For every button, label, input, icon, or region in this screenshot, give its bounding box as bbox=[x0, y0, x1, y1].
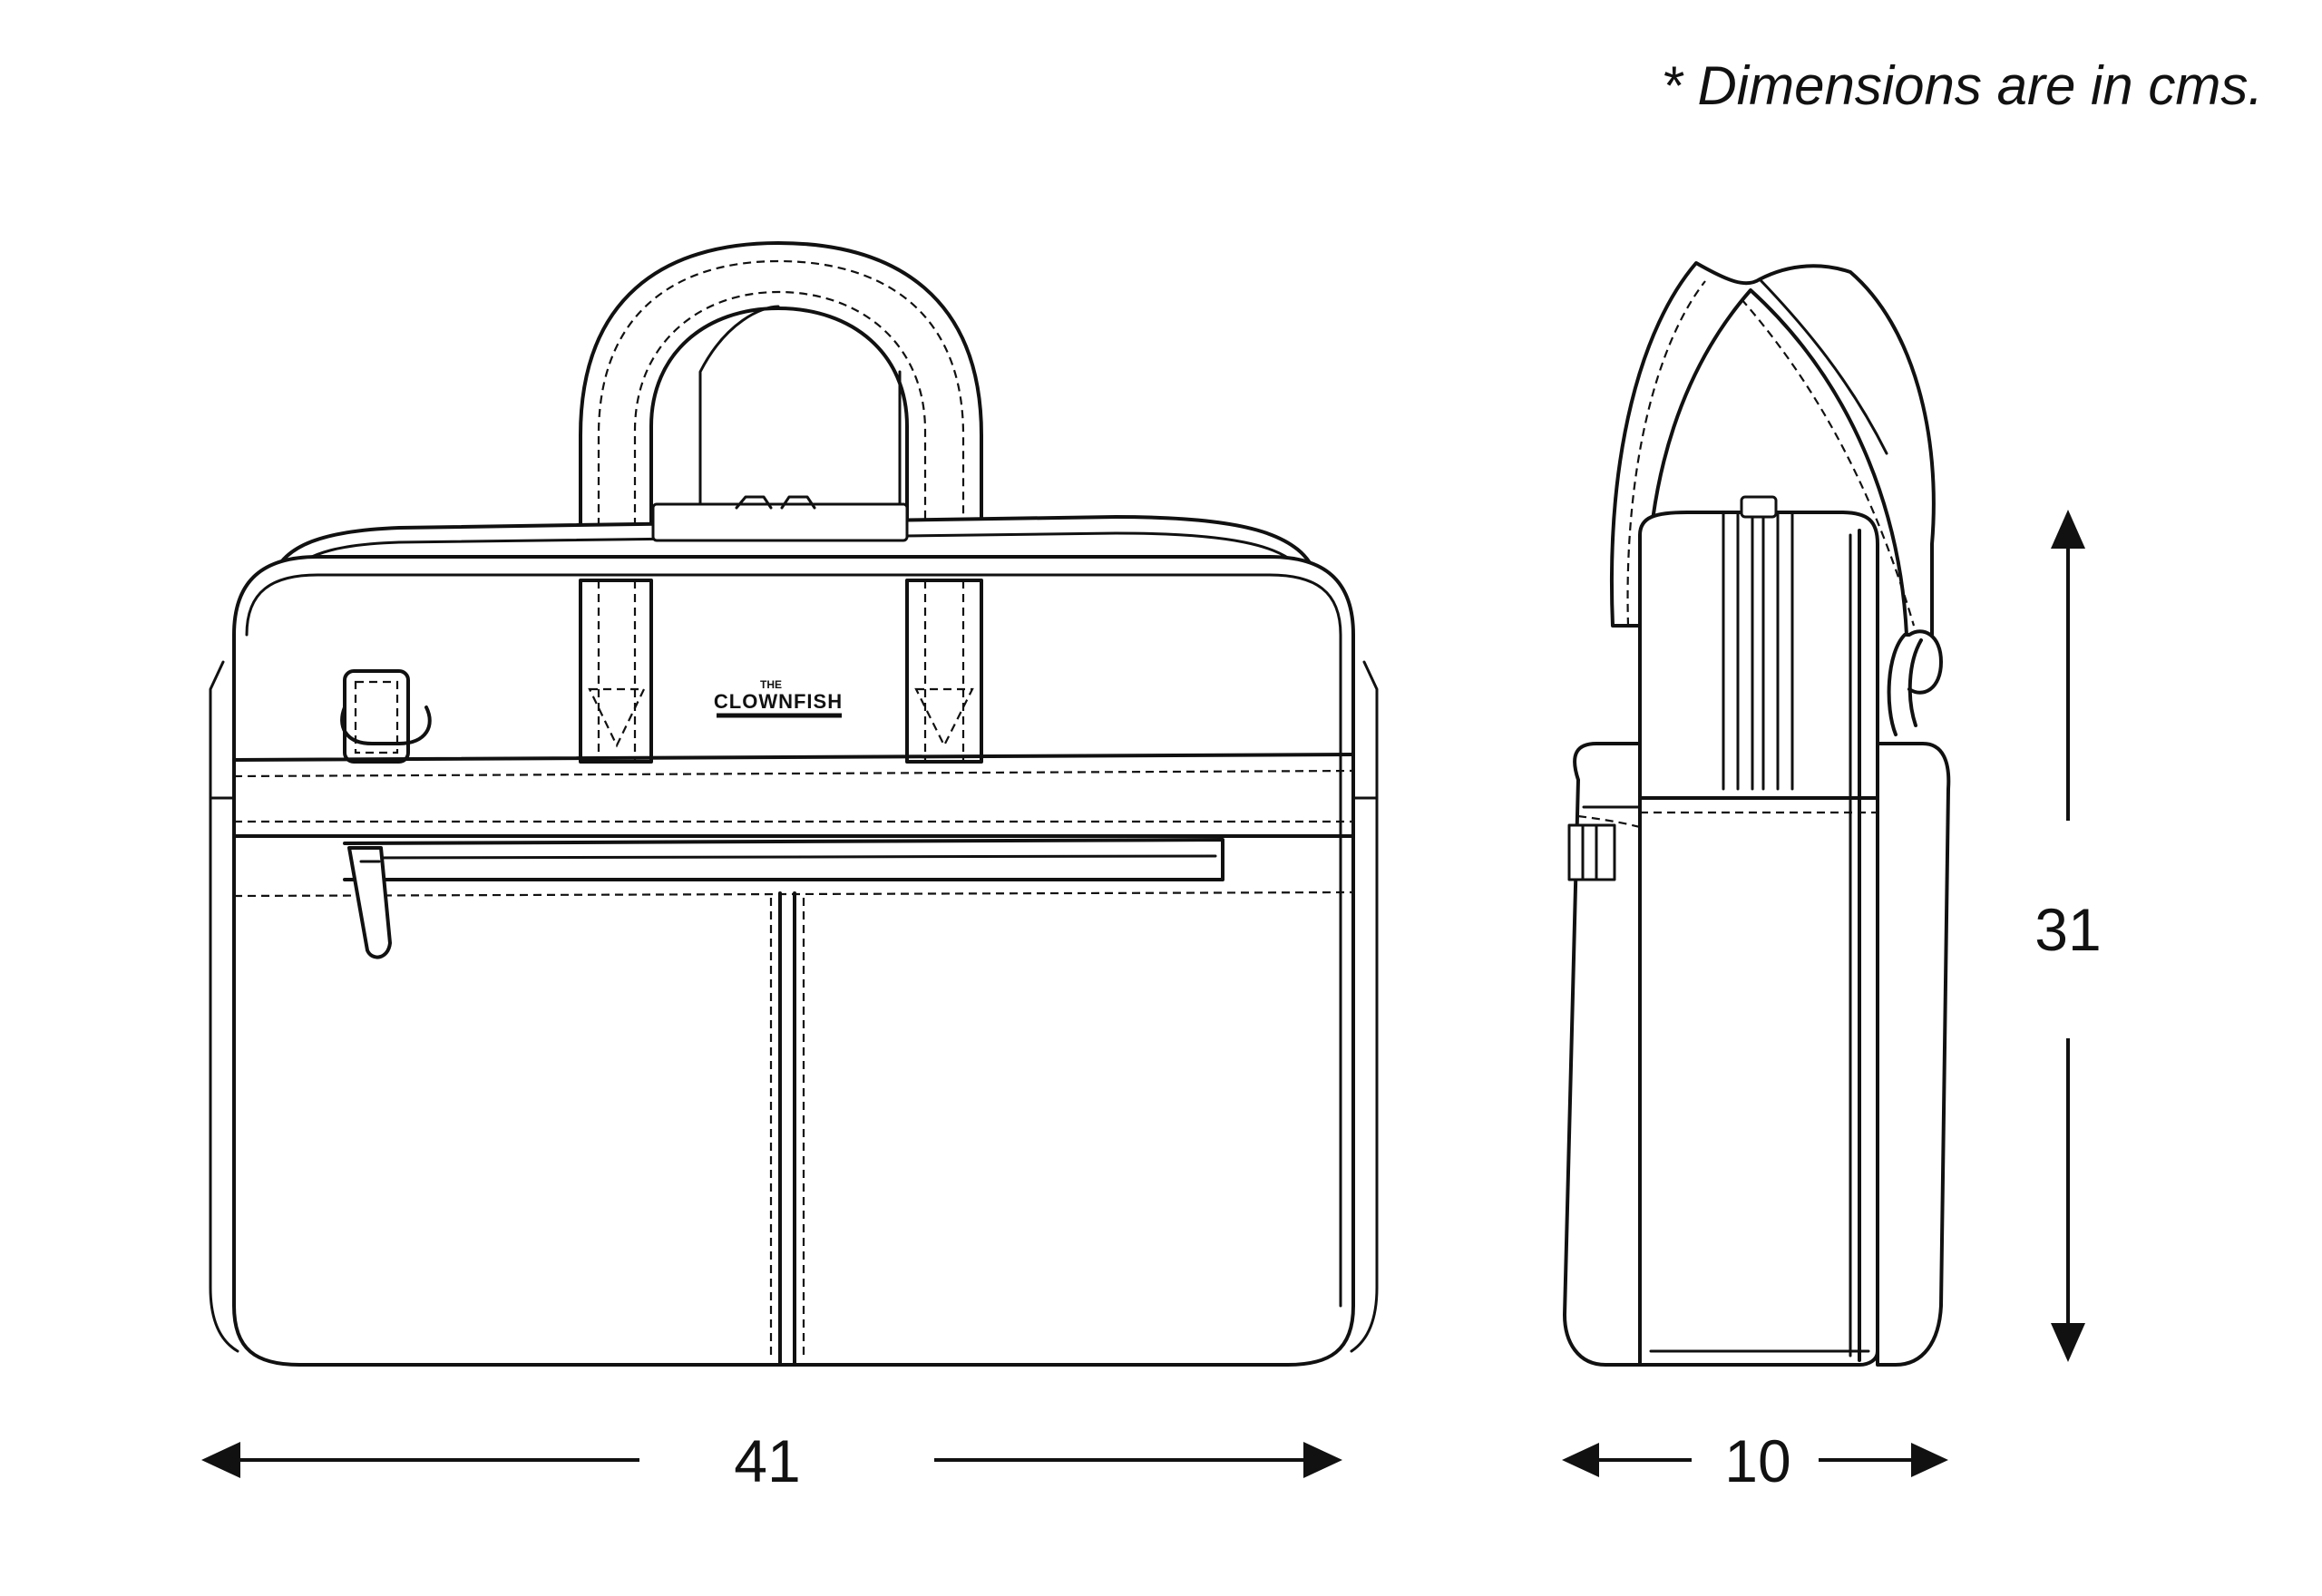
width-value: 41 bbox=[734, 1427, 800, 1494]
bag-side-view bbox=[1563, 261, 1951, 1367]
front-handle-straps bbox=[579, 579, 983, 764]
width-dimension: 41 bbox=[201, 1427, 1342, 1494]
height-dimension: 31 bbox=[2034, 510, 2102, 1362]
d-ring bbox=[340, 669, 432, 764]
dimensions-unit-note: * Dimensions are in cms. bbox=[1661, 55, 2263, 116]
brand-logo: THE CLOWNFISH bbox=[714, 678, 843, 718]
depth-dimension: 10 bbox=[1562, 1427, 1948, 1494]
side-body-outline bbox=[1638, 511, 1879, 1367]
svg-text:CLOWNFISH: CLOWNFISH bbox=[714, 690, 843, 713]
side-handle-strap bbox=[1609, 261, 1936, 637]
bag-front-view: THE CLOWNFISH bbox=[209, 241, 1379, 1367]
svg-text:THE: THE bbox=[760, 678, 782, 691]
side-strap-clip bbox=[1887, 629, 1943, 736]
depth-value: 10 bbox=[1724, 1427, 1790, 1494]
front-pocket-band bbox=[232, 753, 1355, 1367]
height-value: 31 bbox=[2034, 896, 2101, 963]
